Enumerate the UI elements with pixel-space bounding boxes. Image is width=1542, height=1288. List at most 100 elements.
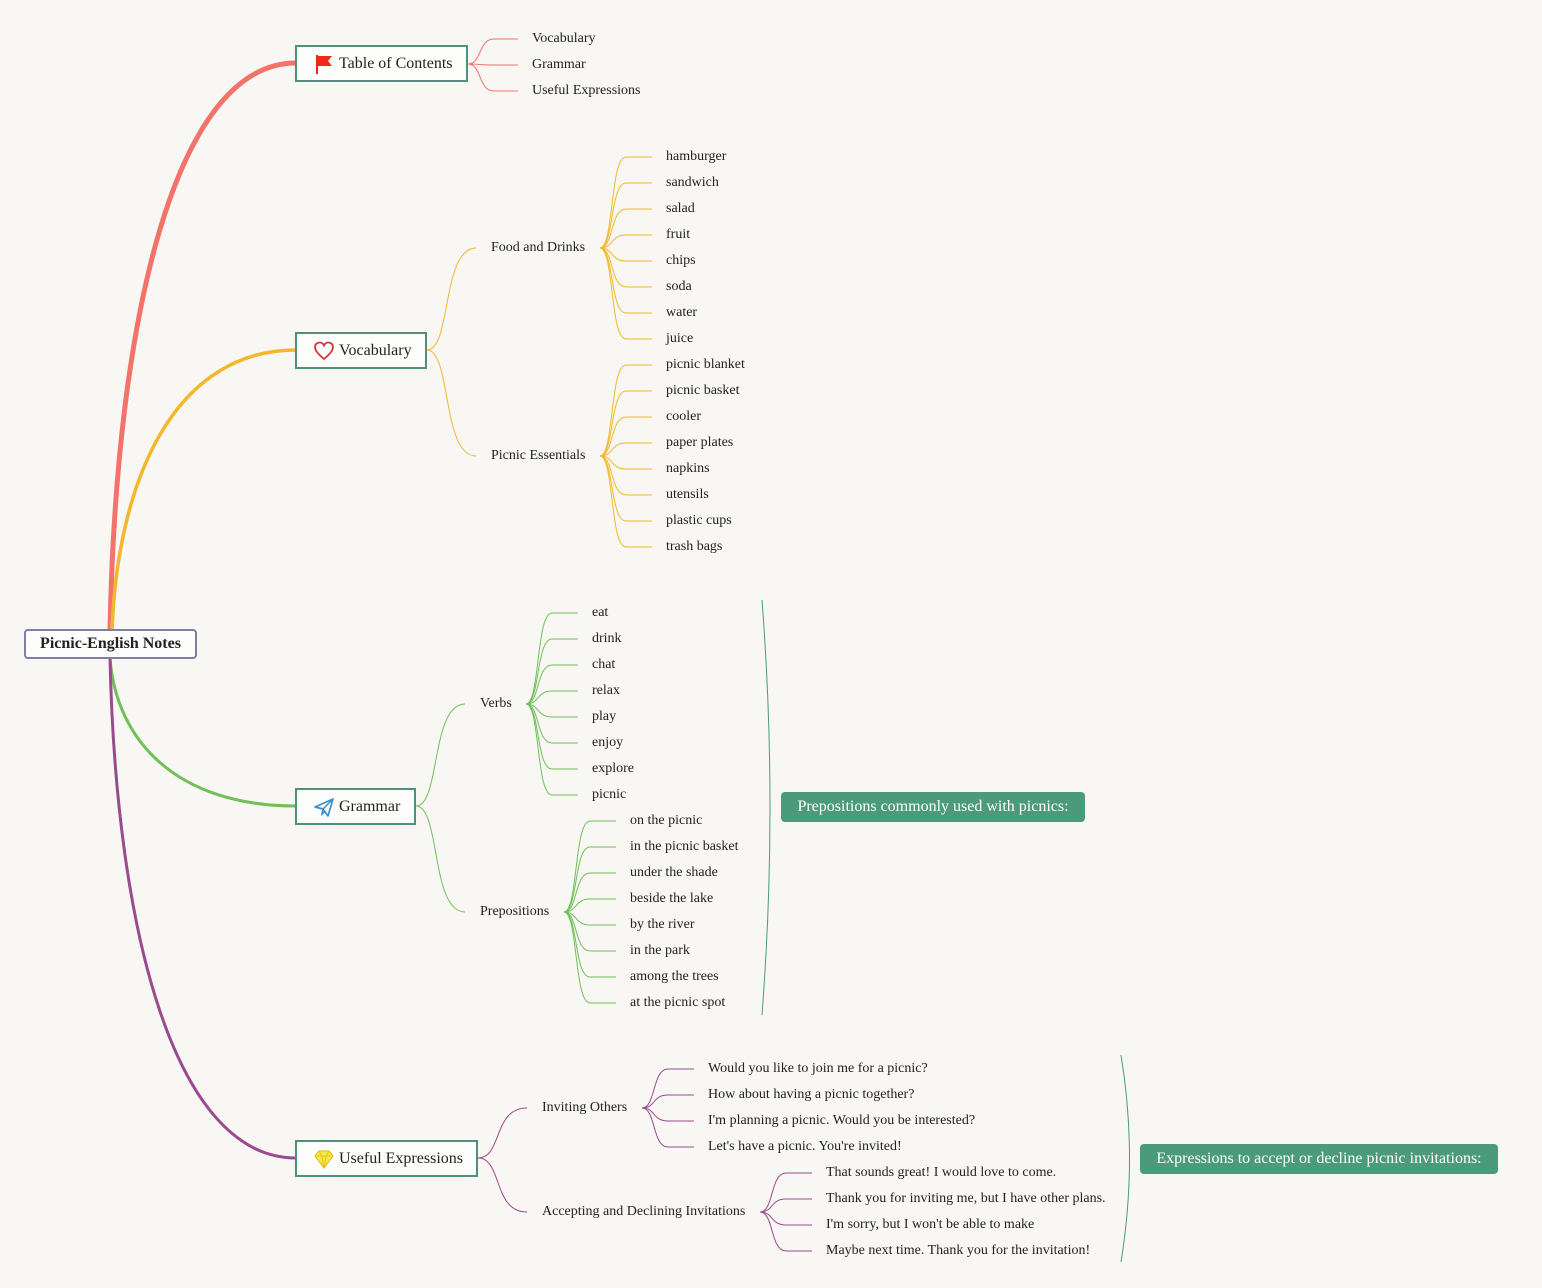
- preposition-item[interactable]: beside the lake: [630, 891, 714, 906]
- vocab-item[interactable]: plastic cups: [666, 513, 732, 528]
- expression-item[interactable]: I'm sorry, but I won't be able to make: [826, 1217, 1035, 1232]
- verb-item[interactable]: play: [592, 709, 617, 724]
- vocab-item[interactable]: chips: [666, 253, 696, 268]
- vocab-item[interactable]: sandwich: [666, 175, 719, 190]
- toc-item[interactable]: Useful Expressions: [532, 83, 641, 98]
- toc-links: [467, 63, 518, 92]
- preposition-item[interactable]: in the picnic basket: [630, 839, 739, 854]
- verbs-links: [525, 612, 578, 705]
- food-links: [599, 208, 652, 249]
- inviting-links: [641, 1107, 694, 1148]
- grammar-link-verbs: [415, 703, 466, 807]
- toc-item[interactable]: Vocabulary: [532, 31, 596, 46]
- accepting-links: [759, 1211, 812, 1226]
- prepositions-links: [563, 846, 616, 913]
- expression-item[interactable]: Let's have a picnic. You're invited!: [708, 1139, 902, 1154]
- verbs-links: [525, 690, 578, 705]
- vocab-item[interactable]: paper plates: [666, 435, 734, 450]
- accepting-links: [759, 1198, 812, 1213]
- branch-grammar[interactable]: Grammar: [295, 788, 416, 825]
- vocab-link-essentials: [426, 349, 477, 457]
- branch-title: Vocabulary: [339, 341, 412, 359]
- subtopic-prepositions[interactable]: Prepositions: [480, 904, 550, 919]
- preposition-item[interactable]: among the trees: [630, 969, 719, 984]
- root-link-toc: [107, 60, 297, 631]
- food-links: [599, 234, 652, 249]
- toc-links: [467, 38, 518, 65]
- branch-title: Useful Expressions: [339, 1149, 463, 1167]
- prepositions-links: [563, 872, 616, 913]
- vocab-item[interactable]: trash bags: [666, 539, 723, 554]
- verb-item[interactable]: eat: [592, 605, 609, 620]
- subtopic-inviting-others[interactable]: Inviting Others: [542, 1100, 628, 1115]
- summary-prepositions[interactable]: Prepositions commonly used with picnics:: [781, 792, 1085, 822]
- essentials-links: [599, 390, 652, 457]
- verb-item[interactable]: relax: [592, 683, 620, 698]
- prepositions-links: [563, 911, 616, 952]
- food-links: [599, 247, 652, 262]
- expression-item[interactable]: How about having a picnic together?: [708, 1087, 915, 1102]
- verb-item[interactable]: drink: [592, 631, 622, 646]
- vocab-link-food: [426, 247, 477, 351]
- vocab-item[interactable]: juice: [666, 331, 694, 346]
- subtopic-picnic-essentials[interactable]: Picnic Essentials: [491, 448, 586, 463]
- expressions-link-accepting: [477, 1157, 528, 1213]
- verbs-links: [525, 703, 578, 770]
- expression-item[interactable]: Thank you for inviting me, but I have ot…: [826, 1191, 1106, 1206]
- inviting-links: [641, 1068, 694, 1109]
- subtopic-food-and-drinks[interactable]: Food and Drinks: [491, 240, 586, 255]
- essentials-links: [599, 455, 652, 496]
- expression-item[interactable]: I'm planning a picnic. Would you be inte…: [708, 1113, 976, 1128]
- verbs-links: [525, 703, 578, 796]
- vocab-item[interactable]: water: [666, 305, 698, 320]
- subtopic-accepting-declining[interactable]: Accepting and Declining Invitations: [542, 1204, 746, 1219]
- preposition-item[interactable]: by the river: [630, 917, 695, 932]
- diamond-icon: [313, 1148, 335, 1170]
- verb-item[interactable]: chat: [592, 657, 616, 672]
- vocab-item[interactable]: picnic blanket: [666, 357, 745, 372]
- preposition-item[interactable]: on the picnic: [630, 813, 703, 828]
- vocab-item[interactable]: soda: [666, 279, 692, 294]
- preposition-item[interactable]: under the shade: [630, 865, 718, 880]
- summary-expressions[interactable]: Expressions to accept or decline picnic …: [1140, 1144, 1498, 1174]
- inviting-links: [641, 1107, 694, 1122]
- food-links: [599, 247, 652, 314]
- essentials-links: [599, 455, 652, 548]
- vocab-item[interactable]: utensils: [666, 487, 709, 502]
- vocab-item[interactable]: napkins: [666, 461, 710, 476]
- prepositions-links: [563, 911, 616, 1004]
- heart-icon: [313, 340, 335, 362]
- food-links: [599, 247, 652, 340]
- expression-item[interactable]: That sounds great! I would love to come.: [826, 1165, 1057, 1180]
- expression-item[interactable]: Maybe next time. Thank you for the invit…: [826, 1243, 1091, 1258]
- preposition-item[interactable]: at the picnic spot: [630, 995, 726, 1010]
- essentials-links: [599, 416, 652, 457]
- verbs-links: [525, 638, 578, 705]
- accepting-links: [759, 1172, 812, 1213]
- expression-item[interactable]: Would you like to join me for a picnic?: [708, 1061, 928, 1076]
- root-link-expressions: [108, 657, 297, 1160]
- vocab-item[interactable]: hamburger: [666, 149, 727, 164]
- toc-links: [467, 63, 518, 66]
- verbs-links: [525, 664, 578, 705]
- verb-item[interactable]: enjoy: [592, 735, 624, 750]
- vocab-item[interactable]: fruit: [666, 227, 691, 242]
- verb-item[interactable]: explore: [592, 761, 634, 776]
- branch-title: Grammar: [339, 797, 401, 815]
- branch-table-of-contents[interactable]: Table of Contents: [295, 45, 468, 82]
- branch-useful-expressions[interactable]: Useful Expressions: [295, 1140, 478, 1177]
- prepositions-links: [563, 820, 616, 913]
- grammar-link-prepositions: [415, 805, 466, 913]
- preposition-item[interactable]: in the park: [630, 943, 690, 958]
- food-links: [599, 156, 652, 249]
- verb-item[interactable]: picnic: [592, 787, 627, 802]
- toc-item[interactable]: Grammar: [532, 57, 586, 72]
- essentials-links: [599, 364, 652, 457]
- vocab-item[interactable]: salad: [666, 201, 695, 216]
- root-node[interactable]: Picnic-English Notes: [24, 629, 197, 659]
- vocab-item[interactable]: cooler: [666, 409, 701, 424]
- branch-vocabulary[interactable]: Vocabulary: [295, 332, 427, 369]
- subtopic-verbs[interactable]: Verbs: [480, 696, 512, 711]
- vocab-item[interactable]: picnic basket: [666, 383, 740, 398]
